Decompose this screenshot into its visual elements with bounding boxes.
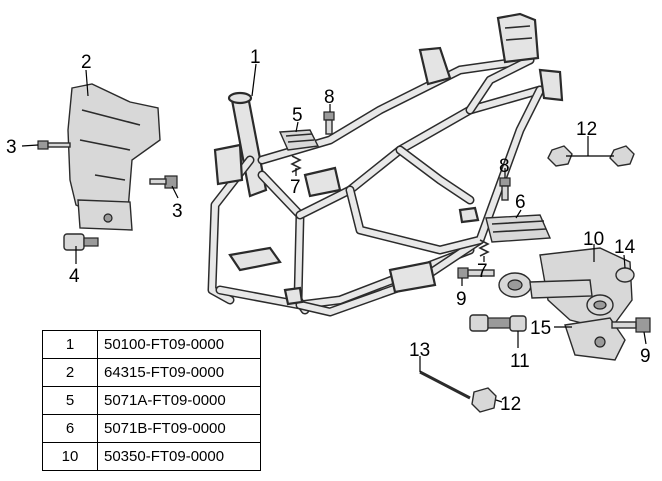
callout-3-right: 3	[172, 201, 183, 222]
nut-part-12-right	[609, 145, 635, 167]
callout-12-upper: 12	[576, 119, 597, 140]
bushing-part-4	[63, 233, 99, 251]
callout-11: 11	[510, 351, 530, 372]
bolt-3-right	[149, 175, 178, 189]
bolt-3-left	[37, 140, 71, 150]
bolt-9-right	[611, 317, 651, 333]
spring-part-7-lower	[478, 239, 490, 257]
part-number-cell: 50100-FT09-0000	[97, 330, 261, 359]
bushing-part-14	[615, 267, 635, 283]
callout-9-left: 9	[456, 289, 467, 310]
nut-part-12-left	[547, 145, 573, 167]
callout-15: 15	[530, 318, 551, 339]
engine-hanger-part-10	[498, 247, 633, 331]
main-frame-drawing	[207, 12, 564, 317]
part-number-cell: 5071B-FT09-0000	[97, 414, 261, 443]
callout-13: 13	[409, 340, 430, 361]
front-bracket-part-2	[67, 83, 161, 231]
part-ref-cell: 1	[42, 330, 98, 359]
bolt-8-lower	[499, 177, 511, 201]
part-number-cell: 64315-FT09-0000	[97, 358, 261, 387]
callout-2: 2	[81, 52, 92, 73]
callout-10: 10	[583, 229, 604, 250]
part-ref-cell: 6	[42, 414, 98, 443]
plate-part-15	[564, 317, 626, 361]
leader-lines	[21, 63, 647, 403]
callout-12-lower: 12	[500, 394, 521, 415]
callout-3-left: 3	[6, 137, 17, 158]
bolt-9-left	[457, 267, 495, 279]
part-ref-cell: 5	[42, 386, 98, 415]
callout-6: 6	[515, 192, 526, 213]
callout-7-upper: 7	[290, 177, 301, 198]
callout-7-lower: 7	[477, 261, 488, 282]
footpeg-part-5	[278, 129, 320, 151]
callout-8-lower: 8	[499, 156, 510, 177]
callout-4: 4	[69, 266, 80, 287]
part-ref-cell: 2	[42, 358, 98, 387]
callout-1: 1	[250, 47, 261, 68]
nut-part-12-lower	[471, 387, 497, 413]
part-number-cell: 5071A-FT09-0000	[97, 386, 261, 415]
spring-part-7-upper	[290, 155, 302, 173]
callout-5: 5	[292, 105, 303, 126]
callout-9-right: 9	[640, 346, 651, 367]
bushing-part-11	[469, 314, 527, 332]
bolt-8-upper	[323, 111, 335, 135]
rod-part-13	[419, 370, 471, 400]
part-ref-cell: 10	[42, 442, 98, 471]
callout-14: 14	[614, 237, 636, 258]
callout-8-upper: 8	[324, 87, 335, 108]
footpeg-part-6	[485, 214, 552, 243]
part-number-cell: 50350-FT09-0000	[97, 442, 261, 471]
